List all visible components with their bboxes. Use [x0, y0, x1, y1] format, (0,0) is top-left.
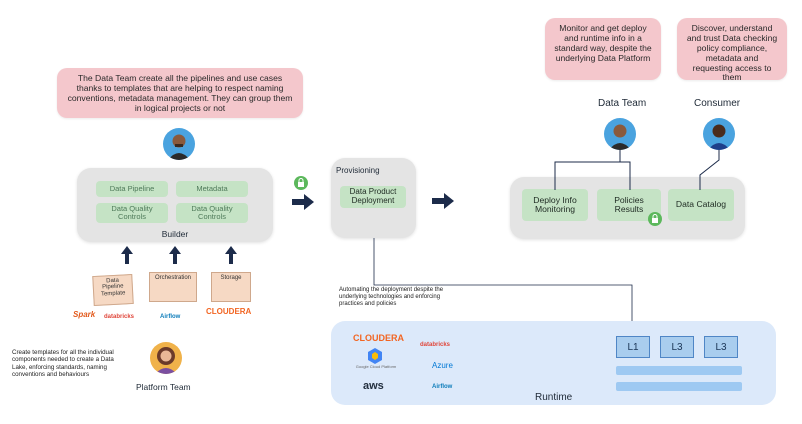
cloudera-logo: CLOUDERA	[206, 307, 252, 316]
cloudera-runtime-logo: CLOUDERA	[353, 333, 404, 343]
consumer-avatar	[703, 118, 735, 150]
builder-item-dq-controls-1[interactable]: Data Quality Controls	[96, 203, 168, 223]
lock-icon	[648, 212, 662, 226]
aws-logo: aws	[363, 380, 384, 392]
data-product-deployment-box[interactable]: Data Product Deployment	[340, 186, 406, 208]
automation-note: Automating the deployment despite the un…	[339, 287, 444, 308]
builder-item-dq-controls-2[interactable]: Data Quality Controls	[176, 203, 248, 223]
monitor-callout: Monitor and get deploy and runtime info …	[545, 18, 661, 80]
up-arrow-icon	[121, 246, 133, 264]
data-catalog-box[interactable]: Data Catalog	[668, 189, 734, 221]
consumer-label: Consumer	[694, 98, 741, 109]
runtime-panel	[331, 321, 776, 405]
azure-logo: Azure	[432, 361, 453, 370]
spark-logo: Spark	[73, 310, 96, 319]
builder-title: Builder	[161, 229, 189, 239]
builder-item-data-pipeline[interactable]: Data Pipeline	[96, 181, 168, 197]
data-team-member-avatar	[163, 128, 195, 160]
runtime-bar	[616, 382, 742, 391]
up-arrow-icon	[169, 246, 181, 264]
lock-icon	[294, 176, 308, 190]
data-team-callout: The Data Team create all the pipelines a…	[57, 68, 303, 118]
person-icon	[168, 134, 190, 160]
builder-item-metadata[interactable]: Metadata	[176, 181, 248, 197]
google-cloud-icon	[368, 348, 382, 364]
runtime-title: Runtime	[535, 392, 573, 403]
layer-card-l3[interactable]: L3	[660, 336, 694, 358]
provisioning-title: Provisioning	[336, 166, 380, 175]
right-arrow-icon	[432, 193, 454, 209]
data-team-label: Data Team	[598, 98, 647, 109]
runtime-bar	[616, 366, 742, 375]
person-icon	[609, 124, 631, 150]
discover-callout-text: Discover, understand and trust Data chec…	[686, 23, 778, 83]
platform-team-avatar	[150, 342, 182, 374]
data-team-callout-text: The Data Team create all the pipelines a…	[67, 73, 293, 113]
template-doc-pipeline: Data Pipeline Template	[92, 273, 134, 307]
data-team-avatar	[604, 118, 636, 150]
person-icon	[155, 347, 177, 374]
deploy-info-monitoring-box[interactable]: Deploy Info Monitoring	[522, 189, 588, 221]
airflow-runtime-logo: Airflow	[432, 384, 453, 390]
right-arrow-icon	[292, 194, 314, 210]
airflow-logo: Airflow	[160, 314, 181, 320]
platform-team-label: Platform Team	[136, 382, 191, 392]
person-icon	[708, 124, 730, 150]
discover-callout: Discover, understand and trust Data chec…	[677, 18, 787, 83]
up-arrow-icon	[225, 246, 237, 264]
layer-card-l3-b[interactable]: L3	[704, 336, 738, 358]
databricks-runtime-logo: databricks	[420, 342, 451, 348]
template-doc-storage: Storage	[211, 272, 251, 302]
monitor-callout-text: Monitor and get deploy and runtime info …	[554, 23, 652, 63]
role-connectors	[554, 150, 720, 190]
template-doc-orchestration: Orchestration	[149, 272, 197, 302]
platform-team-note: Create templates for all the individual …	[12, 349, 114, 379]
google-cloud-label: Google Cloud Platform	[355, 364, 397, 369]
databricks-logo: databricks	[104, 314, 135, 320]
layer-card-l1[interactable]: L1	[616, 336, 650, 358]
